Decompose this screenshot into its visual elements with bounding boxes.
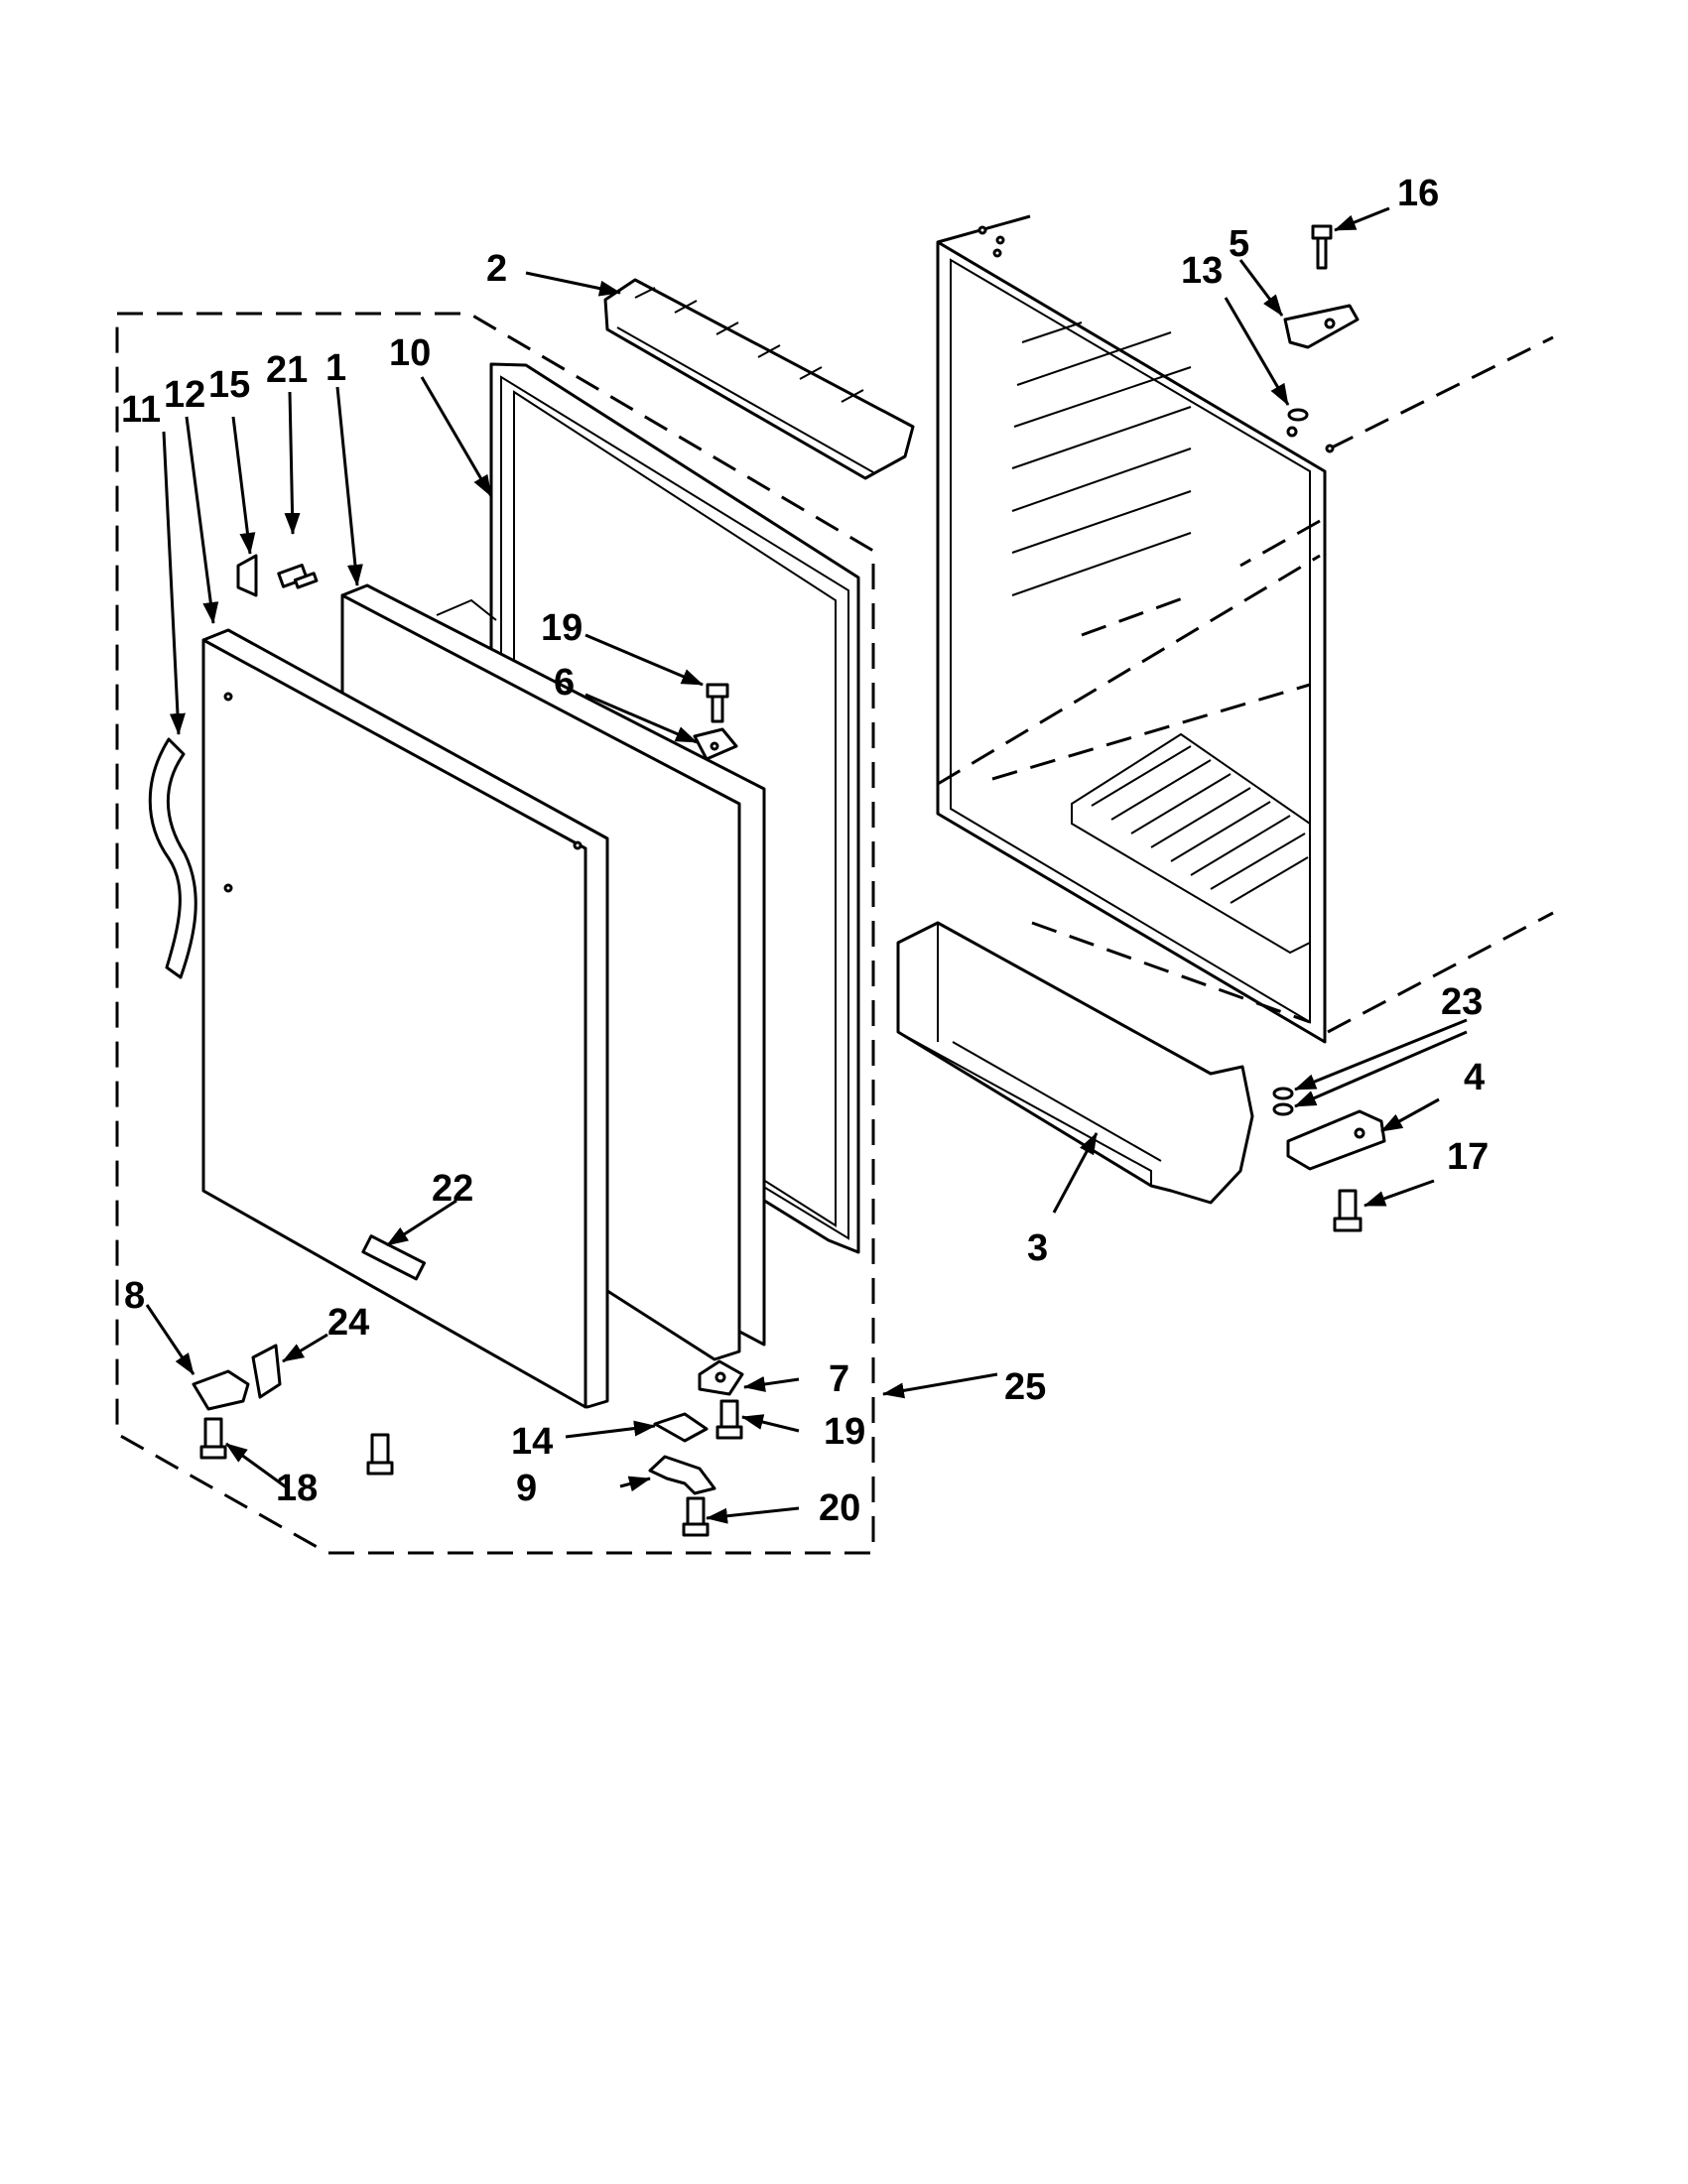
bottom-hinge bbox=[1286, 1109, 1386, 1171]
hinge-screw-left bbox=[199, 1417, 227, 1460]
door-bin bbox=[896, 921, 1254, 1205]
callout-6: 6 bbox=[554, 662, 575, 704]
liner-top-holes bbox=[977, 225, 1335, 453]
top-hinge bbox=[1283, 304, 1360, 349]
callout-8: 8 bbox=[124, 1275, 145, 1317]
cover-plate bbox=[236, 554, 258, 597]
nameplate bbox=[361, 1234, 427, 1281]
callout-7: 7 bbox=[829, 1358, 849, 1400]
lower-hinge-screw bbox=[715, 1399, 743, 1440]
lower-left-hinge bbox=[192, 1369, 250, 1411]
liner-vents bbox=[1011, 321, 1192, 596]
hinge-cap bbox=[251, 1344, 282, 1399]
callout-24: 24 bbox=[327, 1302, 369, 1344]
hinge-bracket bbox=[653, 1412, 709, 1443]
callout-19-upper: 19 bbox=[541, 607, 583, 649]
callout-5: 5 bbox=[1229, 223, 1249, 265]
callout-15: 15 bbox=[208, 364, 250, 406]
callout-2: 2 bbox=[486, 248, 507, 290]
callout-1: 1 bbox=[325, 347, 346, 389]
callout-19-lower: 19 bbox=[824, 1411, 865, 1453]
callout-9: 9 bbox=[516, 1468, 537, 1509]
callout-25: 25 bbox=[1004, 1366, 1046, 1408]
callout-4: 4 bbox=[1464, 1057, 1485, 1098]
upper-hinge-screw bbox=[706, 683, 729, 723]
callout-22: 22 bbox=[432, 1168, 473, 1210]
callout-17: 17 bbox=[1447, 1136, 1489, 1178]
callout-23: 23 bbox=[1441, 981, 1483, 1023]
liner-grille bbox=[1071, 732, 1311, 955]
callout-10: 10 bbox=[389, 332, 431, 374]
callout-labels: 2 10 11 12 15 21 1 19 6 16 5 13 23 4 17 … bbox=[121, 173, 1489, 1529]
hinge-washers bbox=[1272, 1087, 1294, 1116]
hinge-spacer bbox=[1287, 408, 1309, 422]
door-stop bbox=[648, 1455, 716, 1495]
door-stop-screw bbox=[682, 1496, 710, 1537]
callout-20: 20 bbox=[819, 1487, 860, 1529]
top-hinge-bolt bbox=[1311, 224, 1333, 270]
callout-21: 21 bbox=[266, 349, 308, 391]
cabinet-liner bbox=[936, 214, 1554, 1044]
handle-screw bbox=[277, 563, 319, 589]
callout-13: 13 bbox=[1181, 250, 1223, 292]
leader-lines bbox=[145, 206, 1468, 1524]
door-handle bbox=[148, 737, 197, 979]
spare-screw bbox=[366, 1433, 394, 1476]
callout-14: 14 bbox=[511, 1421, 553, 1463]
bottom-hinge-screw bbox=[1333, 1189, 1363, 1232]
callout-16: 16 bbox=[1397, 173, 1439, 214]
outer-door-panel bbox=[201, 628, 609, 1409]
lower-door-hinge bbox=[698, 1359, 744, 1396]
callout-11: 11 bbox=[121, 389, 161, 431]
callout-12: 12 bbox=[164, 374, 205, 416]
callout-18: 18 bbox=[276, 1468, 318, 1509]
upper-door-hinge bbox=[693, 727, 738, 761]
callout-3: 3 bbox=[1027, 1227, 1048, 1269]
door-shelf bbox=[603, 278, 915, 480]
